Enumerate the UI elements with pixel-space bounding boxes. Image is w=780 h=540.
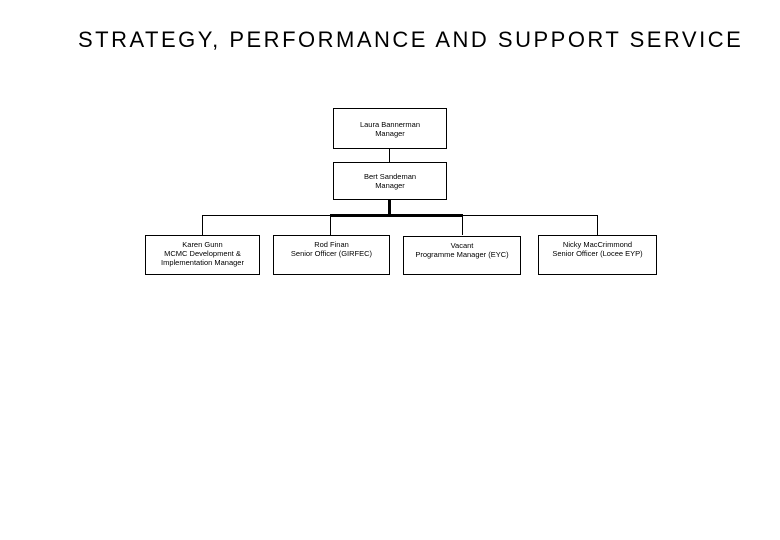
- person-role: MCMC Development & Implementation Manage…: [161, 249, 244, 267]
- connector-drop-4: [597, 215, 598, 235]
- org-node-report-1: Karen Gunn MCMC Development & Implementa…: [145, 235, 260, 275]
- connector-horizontal-thick-segment: [330, 214, 463, 217]
- connector-drop-2: [330, 215, 331, 235]
- page-title: STRATEGY, PERFORMANCE AND SUPPORT SERVIC…: [78, 27, 744, 52]
- person-role: Senior Officer (Locee EYP): [552, 249, 643, 258]
- org-node-manager-root: Laura Bannerman Manager: [333, 108, 447, 149]
- connector-drop-1: [202, 215, 203, 235]
- person-name: Laura Bannerman: [359, 119, 421, 129]
- org-node-report-2: Rod Finan Senior Officer (GIRFEC): [273, 235, 390, 275]
- org-node-report-3: Vacant Programme Manager (EYC): [403, 236, 521, 275]
- org-node-manager-deputy: Bert Sandeman Manager: [333, 162, 447, 200]
- person-name: Karen Gunn: [182, 240, 223, 249]
- person-role: Manager: [375, 181, 405, 190]
- person-role: Programme Manager (EYC): [415, 250, 509, 259]
- person-name: Bert Sandeman: [363, 172, 417, 181]
- org-node-report-4: Nicky MacCrimmond Senior Officer (Locee …: [538, 235, 657, 275]
- person-role: Manager: [375, 128, 405, 138]
- connector-drop-3: [462, 215, 463, 235]
- connector-deputy-stem: [388, 200, 391, 215]
- connector-root-deputy: [389, 149, 390, 162]
- person-name: Vacant: [450, 241, 474, 250]
- person-name: Rod Finan: [314, 240, 349, 249]
- person-name: Nicky MacCrimmond: [562, 240, 633, 249]
- person-role: Senior Officer (GIRFEC): [290, 249, 373, 258]
